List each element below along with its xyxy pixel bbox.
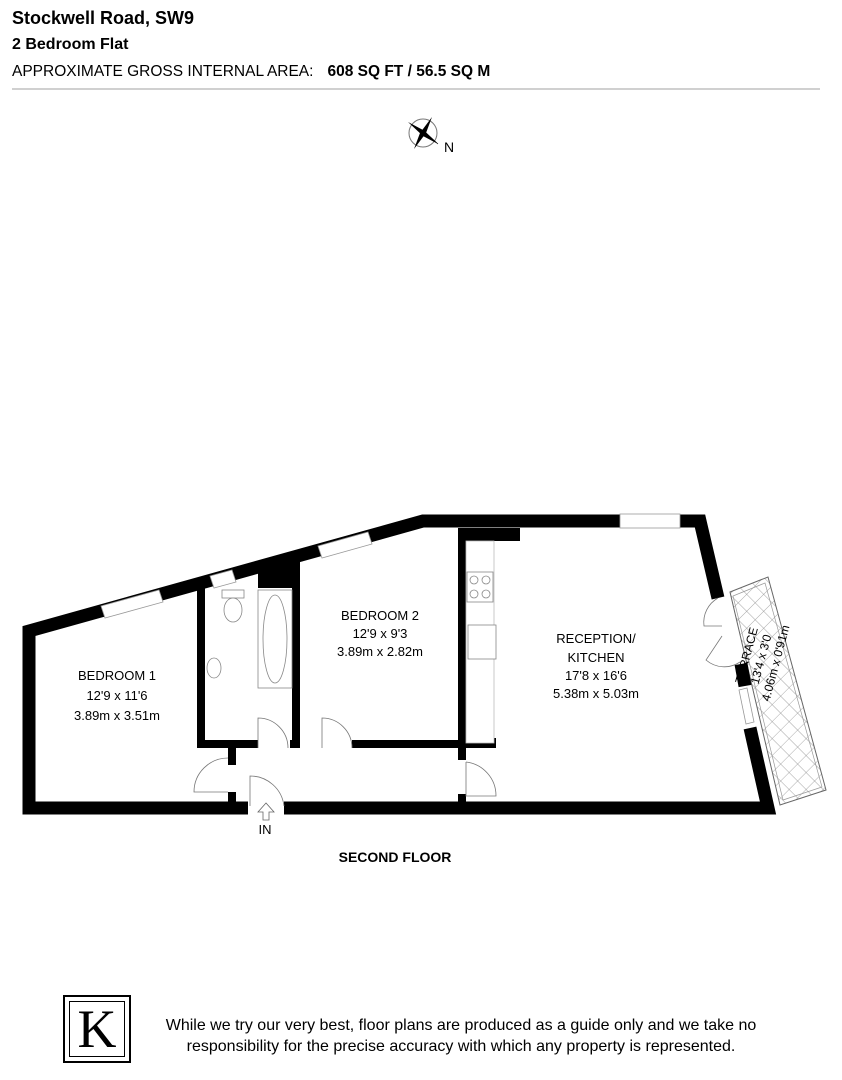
room-name-2: KITCHEN xyxy=(567,650,624,665)
sink-icon xyxy=(467,624,497,660)
room-metric: 5.38m x 5.03m xyxy=(553,686,639,701)
disclaimer-line-1: While we try our very best, floor plans … xyxy=(165,1017,757,1034)
disclaimer-line-2: responsibility for the precise accuracy … xyxy=(186,1038,736,1055)
terrace-door-2[interactable] xyxy=(705,635,741,668)
room-reception-kitchen: RECEPTION/ KITCHEN 17'8 x 16'6 5.38m x 5… xyxy=(553,631,639,701)
area-label: APPROXIMATE GROSS INTERNAL AREA: xyxy=(12,63,314,80)
compass-rose-icon xyxy=(408,117,439,149)
room-bedroom-2: BEDROOM 2 12'9 x 9'3 3.89m x 2.82m xyxy=(337,608,423,659)
toilet-icon xyxy=(223,597,243,623)
room-imperial: 12'9 x 11'6 xyxy=(86,688,147,703)
logo-letter: K xyxy=(69,1001,125,1057)
entrance-arrow-icon xyxy=(257,802,275,821)
area-line: APPROXIMATE GROSS INTERNAL AREA: 608 SQ F… xyxy=(12,63,490,81)
agency-logo: K xyxy=(63,995,131,1063)
room-bedroom-1: BEDROOM 1 12'9 x 11'6 3.89m x 3.51m xyxy=(74,668,160,723)
entrance-door[interactable] xyxy=(249,775,285,807)
area-value: 608 SQ FT / 56.5 SQ M xyxy=(327,63,491,80)
bathroom-door[interactable] xyxy=(257,717,289,749)
floor-label: SECOND FLOOR xyxy=(338,849,452,865)
room-terrace: TERRACE 13'4 x 3'0 4.06m x 0'91m xyxy=(732,623,792,702)
bedroom2-door[interactable] xyxy=(321,717,353,749)
property-title: Stockwell Road, SW9 xyxy=(12,8,195,28)
compass-north-label: N xyxy=(444,139,454,155)
basin-icon xyxy=(206,657,222,679)
disclaimer: While we try our very best, floor plans … xyxy=(130,1015,792,1057)
hob-icon xyxy=(466,571,494,603)
interior-walls xyxy=(197,528,520,810)
room-metric: 3.89m x 2.82m xyxy=(337,644,423,659)
bath-icon xyxy=(262,594,288,684)
terrace xyxy=(729,576,827,806)
kitchen-door[interactable] xyxy=(465,761,497,797)
property-subtitle: 2 Bedroom Flat xyxy=(12,36,129,53)
terrace-door-1[interactable] xyxy=(703,597,722,627)
outer-walls xyxy=(22,514,777,815)
room-name: BEDROOM 1 xyxy=(78,668,156,683)
toilet-cistern xyxy=(221,589,245,599)
room-imperial: 12'9 x 9'3 xyxy=(353,626,408,641)
room-metric: 3.89m x 3.51m xyxy=(74,708,160,723)
room-imperial: 17'8 x 16'6 xyxy=(565,668,627,683)
room-name: RECEPTION/ xyxy=(556,631,636,646)
doors[interactable] xyxy=(193,597,741,807)
header-divider xyxy=(12,88,820,90)
windows xyxy=(100,513,755,725)
entrance-label: IN xyxy=(259,822,272,837)
bedroom1-door[interactable] xyxy=(193,757,229,793)
room-name: BEDROOM 2 xyxy=(341,608,419,623)
fixtures xyxy=(206,540,497,744)
